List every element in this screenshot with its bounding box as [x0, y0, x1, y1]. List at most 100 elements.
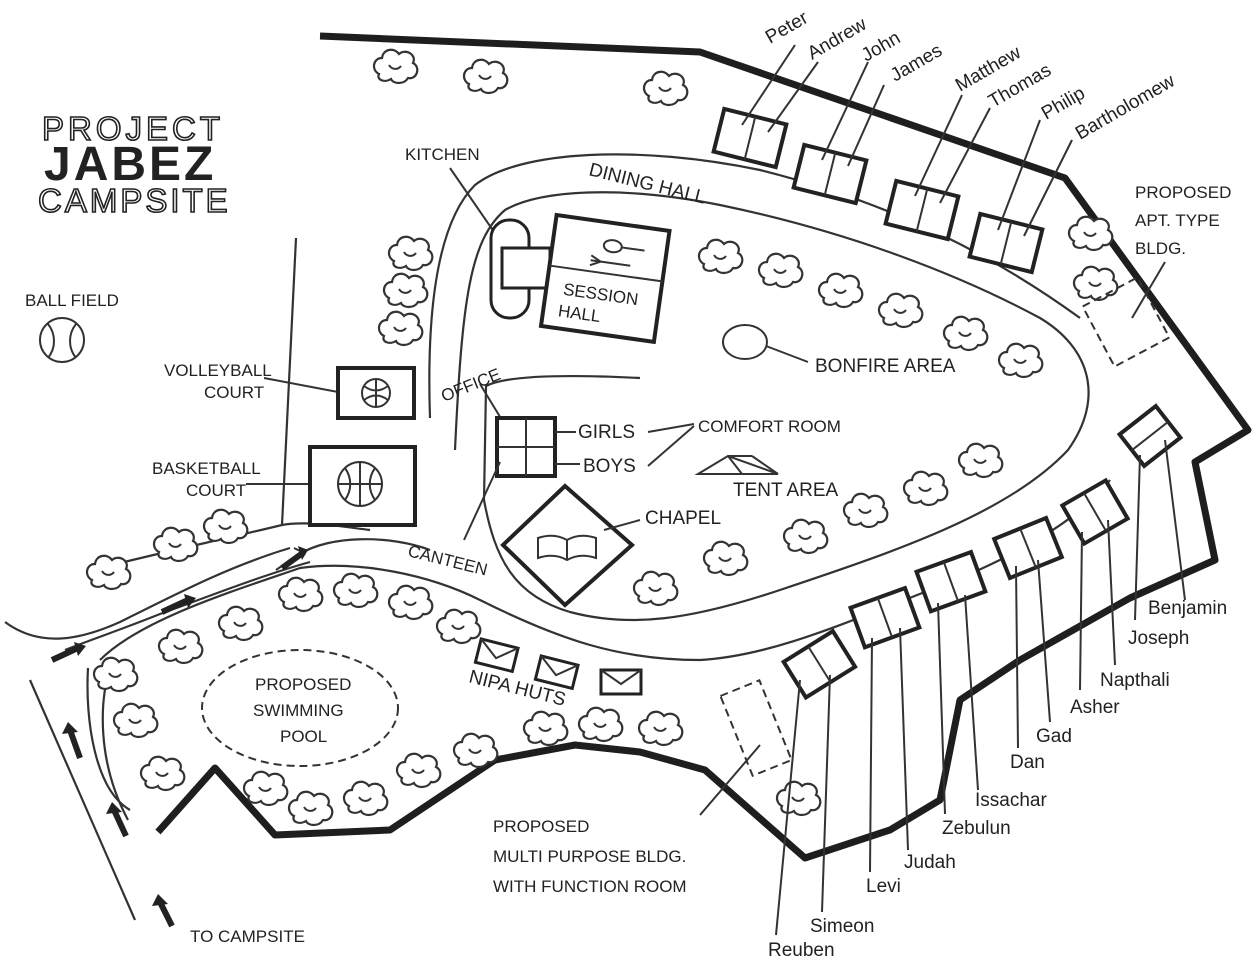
- apt-label-3: BLDG.: [1135, 239, 1186, 258]
- chapel-label: CHAPEL: [645, 508, 721, 529]
- tree-icon: [342, 780, 389, 817]
- tree-icon: [395, 752, 442, 789]
- tree-icon: [332, 572, 379, 609]
- tree-icon: [377, 310, 424, 347]
- apostle-labels: Peter Andrew John James Matthew Thomas P…: [762, 7, 1179, 144]
- tree-icon: [387, 235, 434, 272]
- office-comfort-room-building: [495, 416, 557, 478]
- tribe-levi: Levi: [866, 876, 901, 897]
- apostle-bartholomew: Bartholomew: [1072, 71, 1179, 145]
- basketball-court-label-2: COURT: [186, 481, 246, 500]
- tree-icon: [387, 584, 434, 621]
- tree-icon: [435, 608, 482, 645]
- title-line-campsite: CAMPSITE: [38, 182, 231, 219]
- tree-icon: [277, 576, 324, 613]
- pool-label-1: PROPOSED: [255, 675, 351, 694]
- nipa-hut: [533, 654, 580, 691]
- dining-session-hall: SESSION HALL: [538, 212, 672, 345]
- tree-icon: [642, 70, 689, 107]
- tree-icon: [697, 238, 744, 275]
- tree-icon: [877, 292, 924, 329]
- leader-line: [463, 461, 501, 541]
- tribe-judah: Judah: [904, 852, 956, 873]
- tree-icon: [152, 526, 199, 563]
- bible-icon: [537, 534, 597, 562]
- boundary-line-north: [155, 32, 1252, 862]
- tree-icon: [452, 732, 499, 769]
- tree-icon: [462, 58, 509, 95]
- multi-label-2: MULTI PURPOSE BLDG.: [493, 847, 686, 866]
- arrow-head-icon: [106, 802, 122, 814]
- apostle-leaders: [741, 44, 1073, 237]
- arrow-icon: [280, 549, 306, 571]
- office-label: OFFICE: [438, 365, 503, 406]
- tree-icon: [775, 780, 822, 817]
- ball-field-label: BALL FIELD: [25, 291, 119, 310]
- cabin-benjamin-joseph: [1116, 403, 1184, 469]
- kitchen-label: KITCHEN: [405, 145, 480, 164]
- apostle-peter: Peter: [762, 7, 812, 48]
- apostle-cabins: [711, 106, 1045, 275]
- leader-line: [699, 744, 761, 816]
- title-line-jabez: JABEZ: [44, 138, 216, 191]
- leader-line: [1131, 261, 1166, 319]
- arrow-head-icon: [62, 722, 78, 734]
- tree-icon: [702, 540, 749, 577]
- tree-icon: [817, 272, 864, 309]
- tree-icon: [637, 710, 684, 747]
- tribe-simeon: Simeon: [810, 916, 874, 937]
- tribe-cabins: [780, 403, 1184, 701]
- utensils-icon: [589, 239, 645, 267]
- tree-icon: [157, 628, 204, 665]
- arrow-head-icon: [298, 546, 308, 560]
- tree-icon: [287, 790, 334, 827]
- tree-icon: [112, 702, 159, 739]
- tribe-labels: Benjamin Joseph Napthali Asher Gad Dan I…: [768, 598, 1227, 959]
- tree-icon: [85, 554, 132, 591]
- tribe-napthali: Napthali: [1100, 670, 1170, 691]
- tree-icon: [1072, 265, 1119, 302]
- arrow-icon: [50, 645, 80, 663]
- chapel-building: [500, 483, 636, 608]
- apostle-philip: Philip: [1038, 83, 1089, 124]
- leader-line: [603, 519, 641, 531]
- basketball-court-label-1: BASKETBALL: [152, 459, 261, 478]
- tree-icon: [202, 508, 249, 545]
- tree-icon: [92, 656, 139, 693]
- arrow-icon: [157, 900, 175, 928]
- cabin-peter-andrew: [711, 106, 789, 170]
- comfort-room-label: COMFORT ROOM: [698, 417, 841, 436]
- volleyball-court: [336, 366, 416, 420]
- cabin-issachar-zebulun: [913, 549, 988, 614]
- cabin-gad-dan: [991, 515, 1065, 581]
- tribe-dan: Dan: [1010, 752, 1045, 773]
- pool-label-2: SWIMMING: [253, 701, 344, 720]
- cabin-napthali-asher: [1059, 477, 1131, 547]
- tree-icon: [522, 710, 569, 747]
- tribe-reuben: Reuben: [768, 940, 835, 959]
- kitchen-building: [489, 218, 552, 320]
- multi-label-1: PROPOSED: [493, 817, 589, 836]
- cabin-judah-levi: [847, 585, 922, 650]
- tree-icon: [382, 272, 429, 309]
- tribe-issachar: Issachar: [975, 790, 1047, 811]
- tribe-joseph: Joseph: [1128, 628, 1189, 649]
- apostle-andrew: Andrew: [804, 14, 871, 65]
- girls-label: GIRLS: [578, 422, 635, 443]
- pool-label-3: POOL: [280, 727, 327, 746]
- nipa-hut: [599, 668, 643, 696]
- tribe-zebulun: Zebulun: [942, 818, 1011, 839]
- boys-label: BOYS: [583, 456, 636, 477]
- tree-icon: [902, 470, 949, 507]
- tree-icon: [577, 706, 624, 743]
- nipa-hut: [473, 637, 520, 674]
- arrow-head-icon: [74, 642, 86, 656]
- title-line-project: PROJECT: [42, 110, 224, 147]
- to-campsite-label: TO CAMPSITE: [190, 927, 305, 946]
- leader-line: [263, 377, 339, 393]
- tribe-gad: Gad: [1036, 726, 1072, 747]
- tree-icon: [1067, 215, 1114, 252]
- arrow-icon: [67, 728, 83, 760]
- tree-icon: [842, 492, 889, 529]
